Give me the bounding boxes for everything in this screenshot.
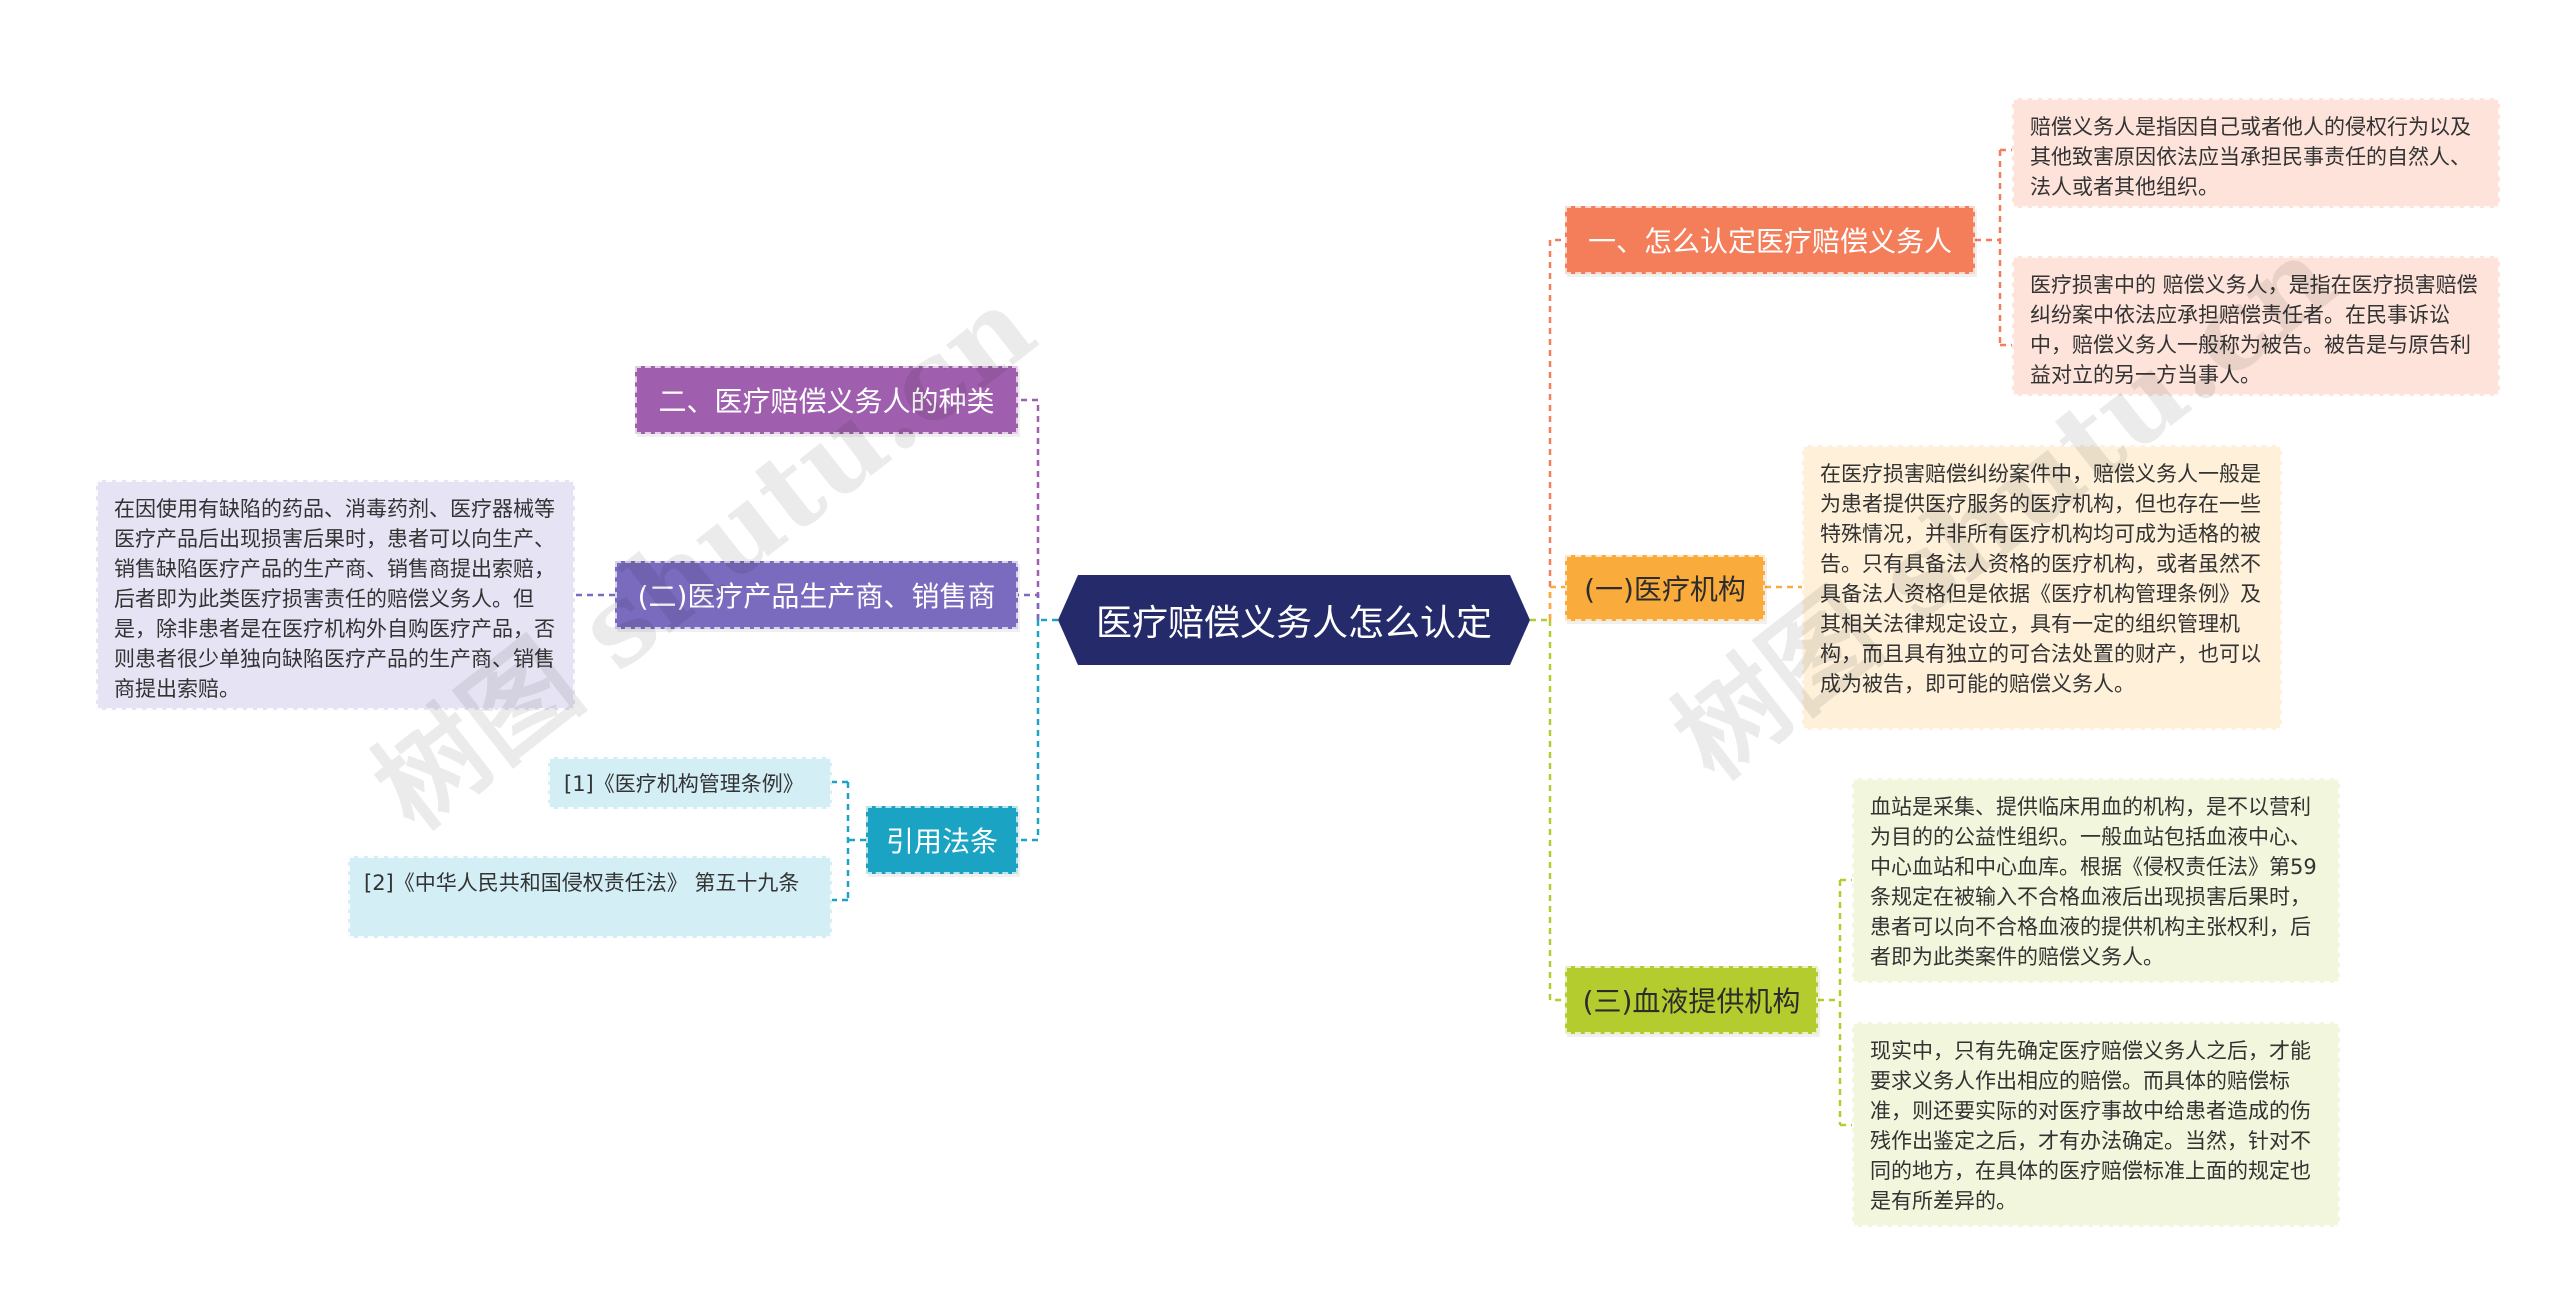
leaf-law-1[interactable]: [1]《医疗机构管理条例》: [548, 757, 832, 809]
leaf-law-2[interactable]: [2]《中华人民共和国侵权责任法》 第五十九条: [348, 856, 832, 938]
connector-to-b6: [1018, 620, 1040, 842]
connector-to-b3: [1548, 620, 1565, 1002]
connector-to-b1: [1548, 238, 1565, 620]
branch-medical-institution[interactable]: (一)医疗机构: [1565, 555, 1765, 621]
branch-product-manufacturer[interactable]: (二)医疗产品生产商、销售商: [615, 561, 1018, 629]
branch-cited-laws[interactable]: 引用法条: [866, 806, 1018, 874]
leaf-blood-station: 血站是采集、提供临床用血的机构，是不以营利为目的的公益性组织。一般血站包括血液中…: [1852, 778, 2340, 983]
connector-to-b5: [1018, 593, 1040, 620]
leaf-medical-damage-obligor: 医疗损害中的 赔偿义务人，是指在医疗损害赔偿纠纷案中依法应承担赔偿责任者。在民事…: [2012, 256, 2500, 396]
connector-b6-leaves: [832, 780, 866, 902]
branch-types[interactable]: 二、医疗赔偿义务人的种类: [635, 366, 1018, 434]
root-shape: [1058, 575, 1530, 665]
leaf-medical-institution: 在医疗损害赔偿纠纷案件中，赔偿义务人一般是为患者提供医疗服务的医疗机构，但也存在…: [1802, 445, 2282, 730]
leaf-definition: 赔偿义务人是指因自己或者他人的侵权行为以及其他致害原因依法应当承担民事责任的自然…: [2012, 98, 2500, 208]
connector-to-b4: [1018, 398, 1040, 620]
leaf-compensation-standard: 现实中，只有先确定医疗赔偿义务人之后，才能要求义务人作出相应的赔偿。而具体的赔偿…: [1852, 1022, 2340, 1227]
connector-to-b2: [1548, 585, 1565, 620]
root-label: 医疗赔偿义务人怎么认定: [1095, 603, 1492, 644]
connector-b3-leaves: [1818, 878, 1852, 1127]
root-node[interactable]: 医疗赔偿义务人怎么认定: [1058, 575, 1530, 665]
connector-b1-leaves: [1975, 148, 2012, 347]
branch-how-to-determine[interactable]: 一、怎么认定医疗赔偿义务人: [1565, 206, 1975, 274]
leaf-product-manufacturer: 在因使用有缺陷的药品、消毒药剂、医疗器械等医疗产品后出现损害后果时，患者可以向生…: [96, 480, 575, 710]
branch-blood-provider[interactable]: (三)血液提供机构: [1565, 966, 1818, 1034]
